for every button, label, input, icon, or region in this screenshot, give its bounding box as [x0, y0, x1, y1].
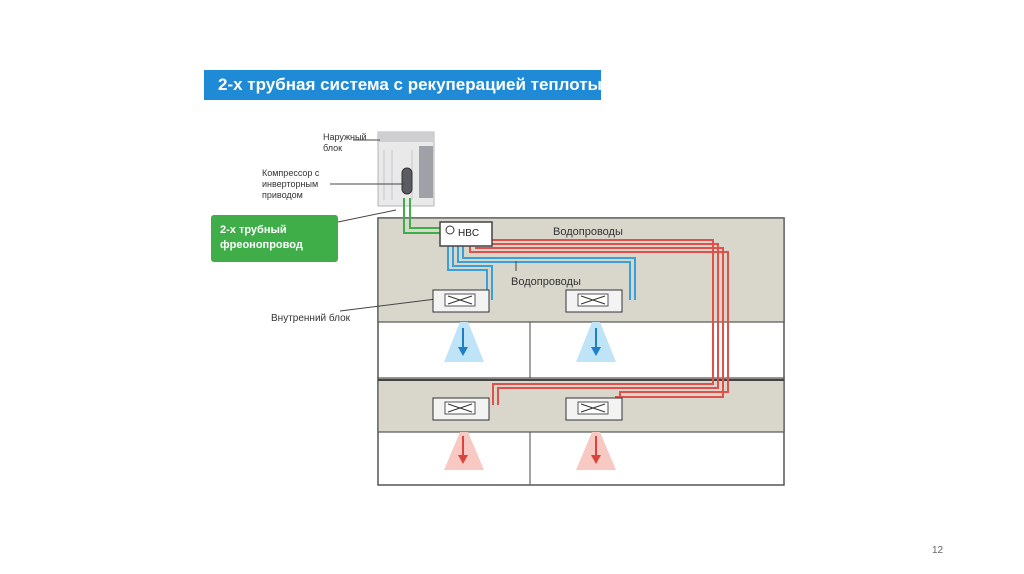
- refrigerant-pipe-box: 2-х трубный фреонопровод: [211, 215, 338, 262]
- leader-lines: [330, 139, 437, 312]
- indoor-unit-4: [565, 397, 623, 421]
- diagram-title: 2-х трубная система с рекуперацией тепло…: [218, 75, 603, 94]
- hot-airflow-1: [444, 432, 484, 470]
- outdoor-unit-label: Наружный блок: [323, 132, 367, 154]
- refrigerant-pipes: [403, 198, 441, 234]
- cold-airflow-2: [576, 322, 616, 362]
- cold-airflow-1: [444, 322, 484, 362]
- indoor-unit-label: Внутренний блок: [271, 312, 351, 324]
- pipe-box-line2: фреонопровод: [220, 239, 303, 251]
- outdoor-unit-label-line2: блок: [323, 143, 343, 153]
- pipe-box-line1: 2-х трубный: [220, 224, 287, 236]
- cold-water-pipes: [447, 245, 636, 300]
- outdoor-unit: [377, 131, 435, 207]
- page-number: 12: [932, 545, 944, 556]
- water-pipes-label-mid: Водопроводы: [511, 276, 581, 288]
- hbc-label: HBC: [458, 228, 479, 239]
- refrigerant-pipe-text: 2-х трубный фреонопровод: [220, 223, 303, 253]
- indoor-unit-2: [565, 289, 623, 313]
- water-pipes-label-top: Водопроводы: [553, 226, 623, 238]
- outdoor-unit-label-line1: Наружный: [323, 132, 367, 142]
- hot-airflow-2: [576, 432, 616, 470]
- indoor-unit-3: [432, 397, 490, 421]
- compressor-label-line3: приводом: [262, 190, 303, 200]
- compressor-label-line2: инверторным: [262, 179, 319, 189]
- title-bar: 2-х трубная система с рекуперацией тепло…: [204, 70, 603, 100]
- indoor-unit-1: [432, 289, 490, 313]
- compressor-label: Компрессор с инверторным приводом: [262, 168, 319, 201]
- hbc-box: HBC: [439, 221, 493, 247]
- compressor-label-line1: Компрессор с: [262, 168, 320, 178]
- compressor-icon: [401, 167, 413, 195]
